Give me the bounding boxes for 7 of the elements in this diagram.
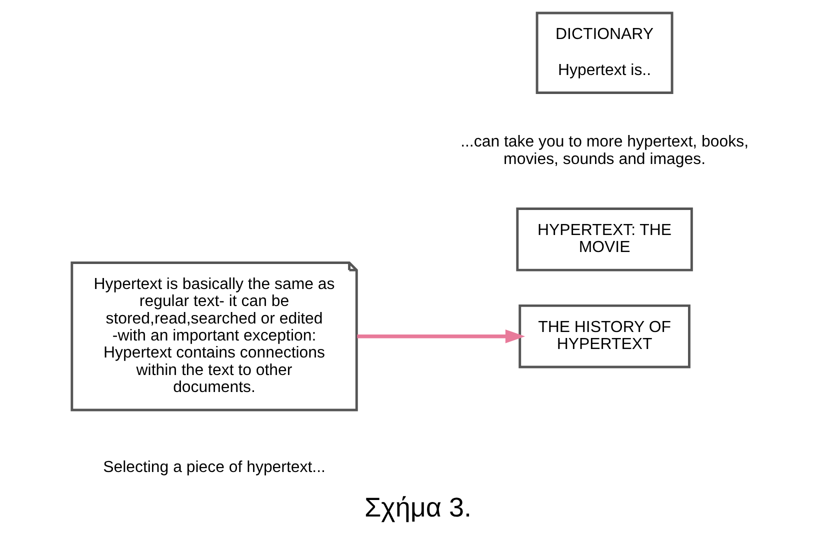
label: ...can take you to more hypertext, books, movies, sounds and images. xyxy=(460,134,749,168)
node-box: DICTIONARY Hypertext is.. xyxy=(536,12,674,94)
arrow xyxy=(357,329,526,344)
caption: Σχήμα 3. xyxy=(364,492,472,522)
node-box: THE HISTORY OF HYPERTEXT xyxy=(518,304,690,368)
node-box: HYPERTEXT: THE MOVIE xyxy=(516,207,693,272)
node-label: Selecting a piece of hypertext... xyxy=(103,458,326,476)
